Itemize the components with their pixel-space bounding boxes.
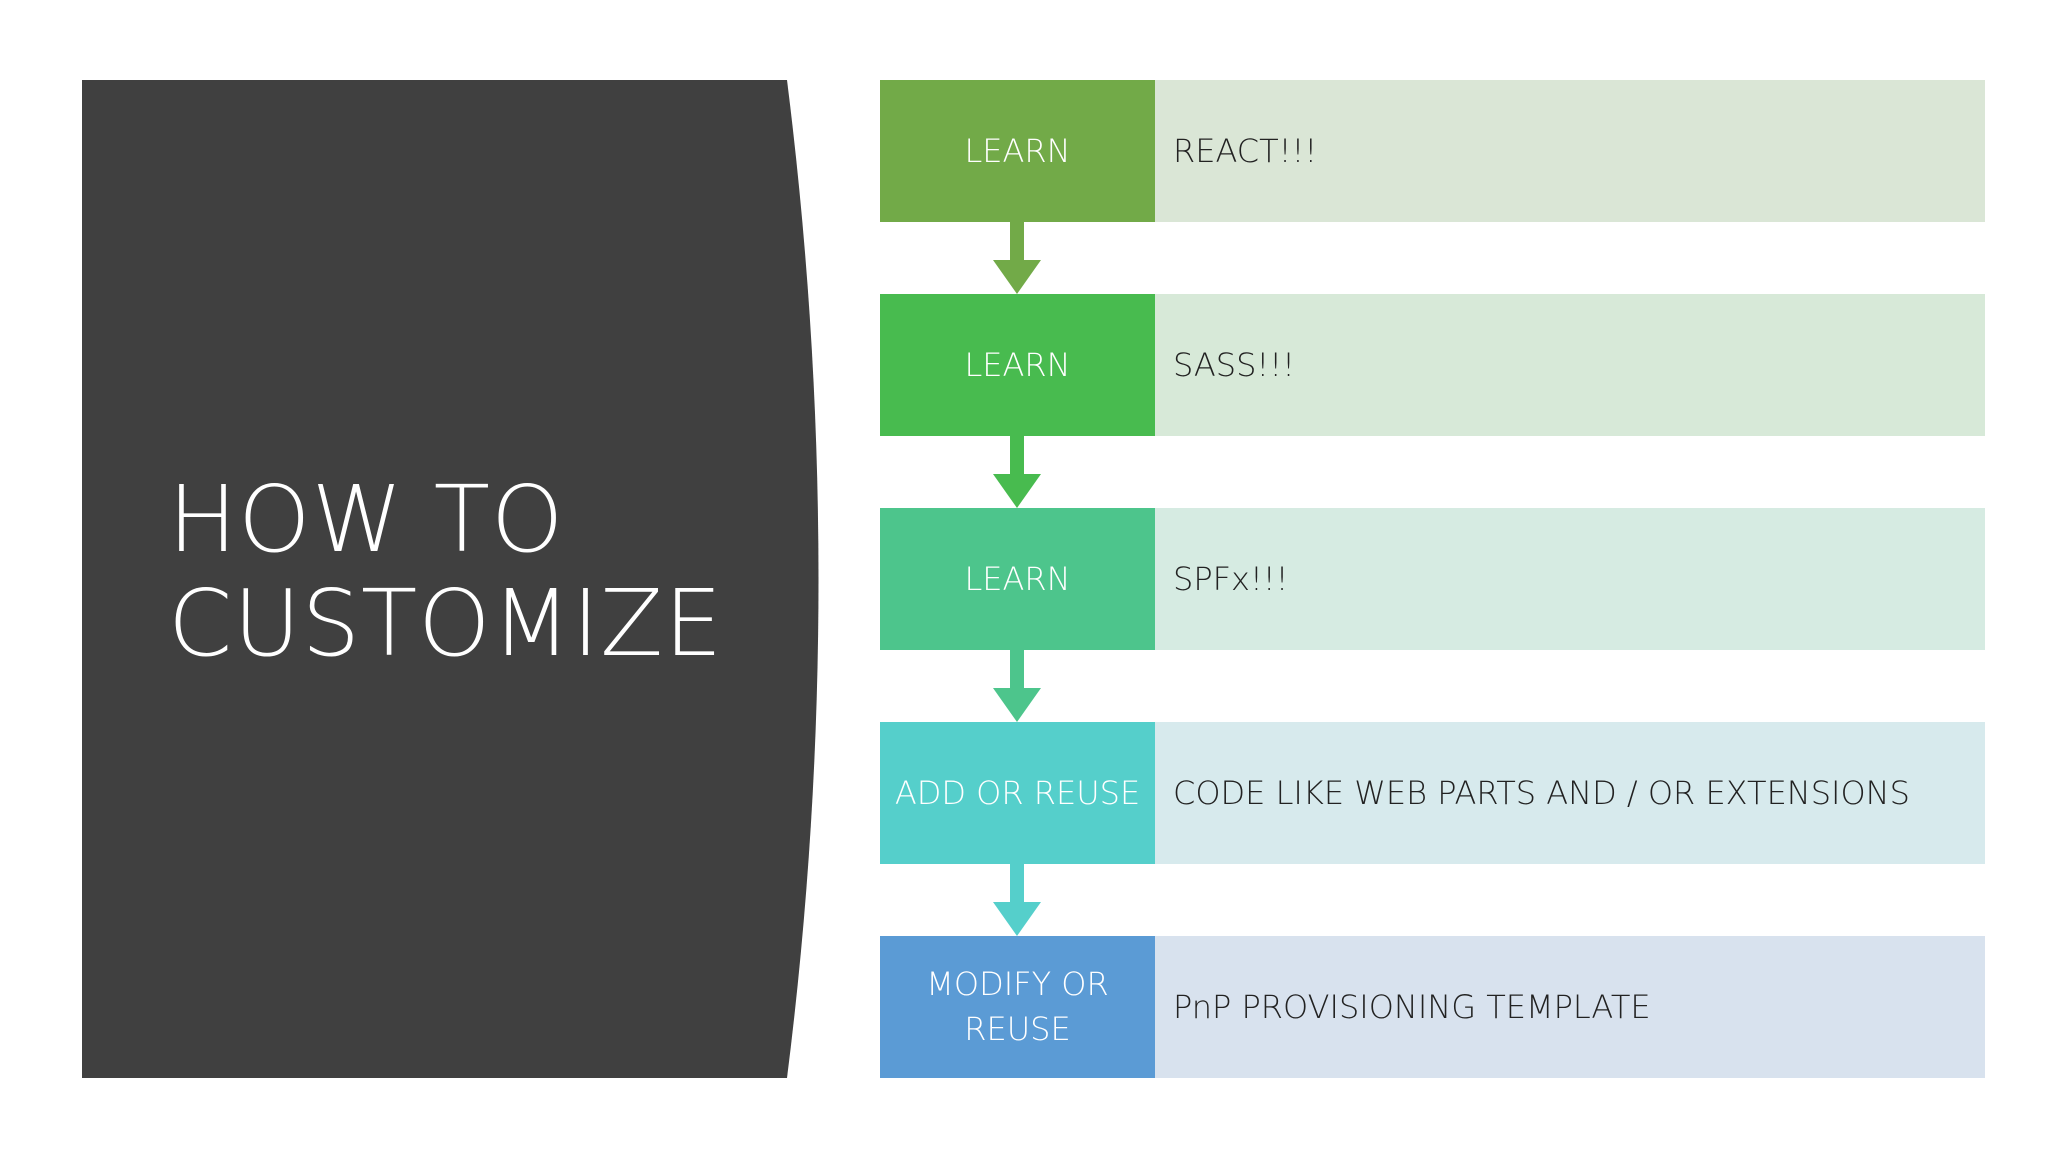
step-4-label: ADD OR REUSE bbox=[894, 773, 1141, 812]
step-3-label: LEARN bbox=[964, 559, 1071, 598]
step-5-label-box: MODIFY OR REUSE bbox=[880, 936, 1155, 1078]
step-4-description-box: CODE LIKE WEB PARTS AND / OR EXTENSIONS bbox=[1155, 722, 1985, 864]
title-panel-shape bbox=[82, 80, 819, 1078]
step-5-description: PnP PROVISIONING TEMPLATE bbox=[1173, 988, 1651, 1026]
title-line-1: HOW TO bbox=[168, 466, 565, 573]
step-2-description-box: SASS!!! bbox=[1155, 294, 1985, 436]
step-3-down-arrow-icon bbox=[993, 650, 1041, 722]
page-title: HOW TO CUSTOMIZE bbox=[168, 468, 723, 676]
step-2-label-box: LEARN bbox=[880, 294, 1155, 436]
step-5-label: MODIFY OR REUSE bbox=[926, 965, 1109, 1048]
step-4-label-box: ADD OR REUSE bbox=[880, 722, 1155, 864]
step-4-description: CODE LIKE WEB PARTS AND / OR EXTENSIONS bbox=[1173, 774, 1910, 812]
step-3-label-box: LEARN bbox=[880, 508, 1155, 650]
step-2-label: LEARN bbox=[964, 345, 1071, 384]
step-1-description: REACT!!! bbox=[1173, 132, 1318, 170]
title-line-2: CUSTOMIZE bbox=[168, 570, 724, 677]
step-1-description-box: REACT!!! bbox=[1155, 80, 1985, 222]
step-3-description: SPFx!!! bbox=[1173, 560, 1289, 598]
step-1-down-arrow-icon bbox=[993, 222, 1041, 294]
step-2-down-arrow-icon bbox=[993, 436, 1041, 508]
step-1-label: LEARN bbox=[964, 131, 1071, 170]
step-5-description-box: PnP PROVISIONING TEMPLATE bbox=[1155, 936, 1985, 1078]
step-4-down-arrow-icon bbox=[993, 864, 1041, 936]
step-3-description-box: SPFx!!! bbox=[1155, 508, 1985, 650]
step-1-label-box: LEARN bbox=[880, 80, 1155, 222]
step-2-description: SASS!!! bbox=[1173, 346, 1295, 384]
